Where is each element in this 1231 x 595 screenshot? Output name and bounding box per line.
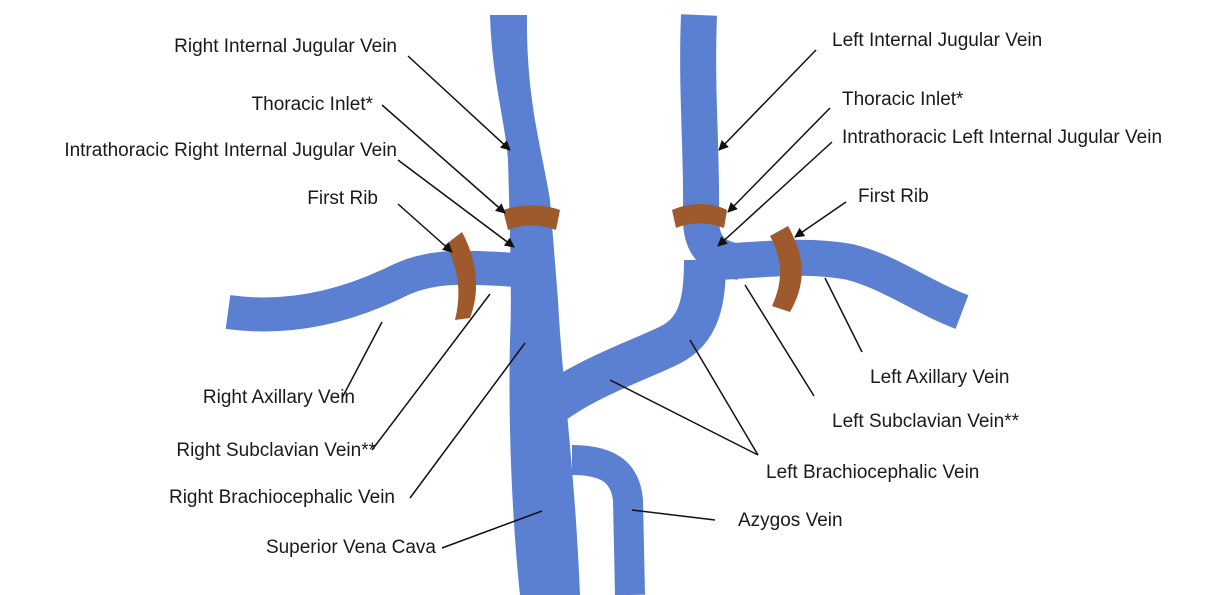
leader-azygos <box>632 510 715 520</box>
arrow-left-first-rib <box>795 202 846 237</box>
label-left-brachiocephalic-vein: Left Brachiocephalic Vein <box>766 462 979 484</box>
leader-right-subclavian <box>372 294 490 450</box>
label-left-internal-jugular-vein: Left Internal Jugular Vein <box>832 30 1042 52</box>
right-internal-jugular-svc <box>490 15 580 595</box>
label-right-subclavian-vein: Right Subclavian Vein** <box>176 440 376 462</box>
label-right-internal-jugular-vein: Right Internal Jugular Vein <box>174 36 397 58</box>
arrow-right-first-rib <box>398 204 452 252</box>
leader-right-brachiocephalic <box>410 343 525 498</box>
arrow-left-intrathoracic-ij <box>718 142 832 246</box>
label-right-first-rib: First Rib <box>307 188 378 210</box>
label-superior-vena-cava: Superior Vena Cava <box>266 537 436 559</box>
label-right-intrathoracic-internal-jugular-vein: Intrathoracic Right Internal Jugular Vei… <box>64 140 397 162</box>
leader-left-axillary <box>825 278 862 352</box>
label-left-intrathoracic-internal-jugular-vein: Intrathoracic Left Internal Jugular Vein <box>842 127 1162 149</box>
label-azygos-vein: Azygos Vein <box>738 510 843 532</box>
arrow-right-intrathoracic-ij <box>398 160 514 247</box>
label-left-thoracic-inlet: Thoracic Inlet* <box>842 89 963 111</box>
label-right-thoracic-inlet: Thoracic Inlet* <box>252 94 373 116</box>
label-left-axillary-vein: Left Axillary Vein <box>870 367 1009 389</box>
arrow-left-internal-jugular <box>719 50 816 150</box>
arrow-right-thoracic-inlet <box>382 105 505 213</box>
arrow-left-thoracic-inlet <box>728 108 830 212</box>
label-right-brachiocephalic-vein: Right Brachiocephalic Vein <box>169 487 395 509</box>
label-left-subclavian-vein: Left Subclavian Vein** <box>832 411 1019 433</box>
azygos-vein <box>572 460 630 595</box>
label-left-first-rib: First Rib <box>858 186 929 208</box>
label-right-axillary-vein: Right Axillary Vein <box>203 387 355 409</box>
